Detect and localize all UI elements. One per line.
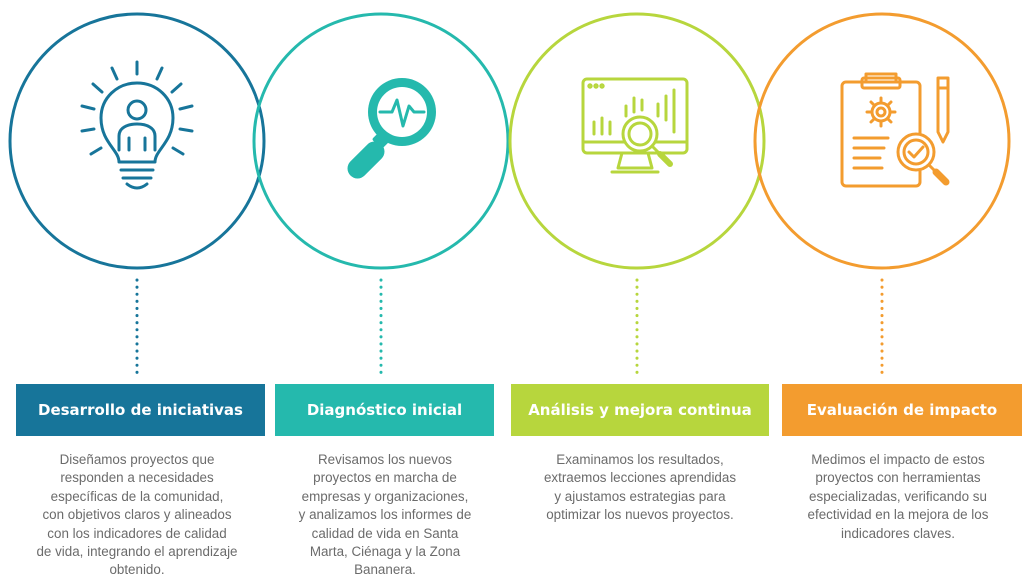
- magnifier-pulse-icon: [347, 78, 436, 179]
- step-1-line: responden a necesidades: [60, 470, 214, 486]
- banner-step-3: Análisis y mejora continua: [511, 384, 769, 436]
- step-3-title: Análisis y mejora continua: [528, 401, 752, 419]
- step-4-line: especializadas, verificando su: [809, 488, 987, 504]
- ring-step-1: [8, 12, 266, 270]
- step-2-line: y analizamos los informes de: [298, 507, 472, 523]
- step-1-line: específicas de la comunidad,: [50, 488, 224, 504]
- step-4-line: Medimos el impacto de estos: [811, 452, 985, 467]
- step-4-title: Evaluación de impacto: [806, 401, 998, 419]
- step-1-title: Desarrollo de iniciativas: [38, 401, 243, 419]
- step-1-description: Diseñamos proyectos que responden a nece…: [6, 451, 268, 580]
- step-3-line: y ajustamos estrategias para: [554, 488, 726, 504]
- banner-step-1: Desarrollo de iniciativas: [16, 384, 265, 436]
- ring-step-3: [508, 12, 766, 270]
- step-1-line: con objetivos claros y alineados: [42, 507, 232, 523]
- step-rings: [8, 12, 1011, 270]
- connector-dots: [135, 278, 884, 376]
- step-1-line: de vida, integrando el aprendizaje: [36, 544, 238, 560]
- step-2-line: Bananera.: [354, 562, 416, 578]
- step-3-line: extraemos lecciones aprendidas: [543, 470, 737, 486]
- step-2-description: Revisamos los nuevos proyectos en marcha…: [272, 451, 498, 580]
- banner-step-2: Diagnóstico inicial: [275, 384, 494, 436]
- step-3-line: optimizar los nuevos proyectos.: [546, 507, 734, 523]
- step-2-line: proyectos en marcha de: [313, 470, 457, 486]
- ring-step-2: [252, 12, 510, 270]
- monitor-chart-magnifier-icon: [581, 77, 689, 174]
- step-2-title: Diagnóstico inicial: [306, 401, 463, 419]
- clipboard-gear-check-icon: [840, 72, 950, 188]
- step-1-line: obtenido.: [109, 562, 165, 578]
- step-2-line: Marta, Ciénaga y la Zona: [309, 544, 461, 560]
- step-4-line: indicadores claves.: [841, 525, 955, 541]
- step-4-line: efectividad en la mejora de los: [807, 507, 989, 523]
- step-2-line: empresas y organizaciones,: [301, 488, 469, 504]
- step-2-line: calidad de vida en Santa: [311, 525, 459, 541]
- step-1-line: con los indicadores de calidad: [47, 525, 227, 541]
- step-2-line: Revisamos los nuevos: [318, 452, 452, 467]
- ring-step-4: [753, 12, 1011, 270]
- banner-step-4: Evaluación de impacto: [782, 384, 1022, 436]
- lightbulb-person-icon: [80, 60, 194, 190]
- step-1-line: Diseñamos proyectos que: [59, 452, 215, 467]
- step-3-line: Examinamos los resultados,: [556, 452, 724, 467]
- step-4-description: Medimos el impacto de estos proyectos co…: [776, 451, 1020, 543]
- step-4-line: proyectos con herramientas: [815, 470, 981, 486]
- step-3-description: Examinamos los resultados, extraemos lec…: [510, 451, 770, 525]
